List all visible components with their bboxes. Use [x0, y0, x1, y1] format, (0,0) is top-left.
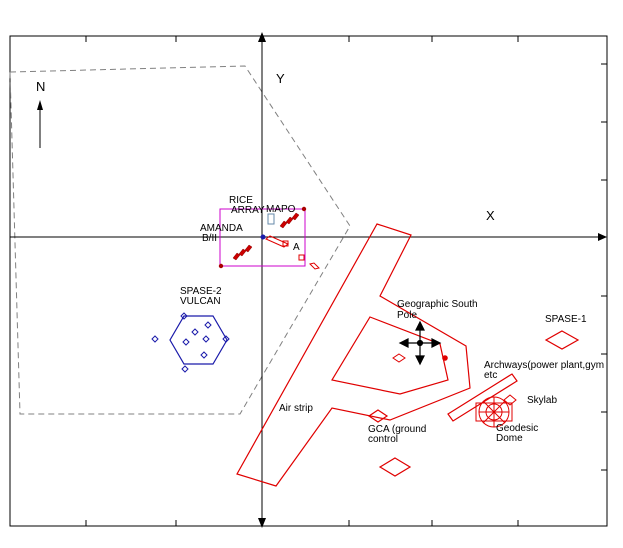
spase2-label-line2: VULCAN: [180, 296, 221, 307]
bottom-building-diamond: [378, 457, 412, 477]
spase2-detectors: [151, 312, 230, 373]
map-frame: [9, 35, 608, 527]
gca-label-line1: GCA (ground: [368, 424, 426, 435]
station-building-small: [392, 353, 406, 363]
amanda-strings-upper: [279, 212, 300, 229]
spase2-label-line1: SPASE-2: [180, 286, 222, 297]
dome-label-line2: Dome: [496, 433, 523, 444]
rice-label-line2: ARRAY: [231, 205, 265, 216]
y-axis-arrow-up: [258, 32, 266, 42]
ast-ro-small-building: [298, 254, 305, 261]
dome-label-line1: Geodesic: [496, 423, 538, 434]
skylab-label: Skylab: [527, 395, 557, 406]
rice-label-line1: RICE: [229, 195, 253, 206]
frame-ticks: [85, 36, 607, 526]
rice-array-boundary: [219, 208, 306, 267]
rice-corner-marker: [301, 206, 307, 212]
spase1-label: SPASE-1: [545, 314, 587, 325]
north-label: N: [36, 79, 45, 94]
x-axis-arrow: [598, 233, 607, 241]
amanda-label-line1: AMANDA: [200, 223, 243, 234]
spase1-diamond: [544, 330, 580, 350]
gca-building: [367, 409, 389, 423]
station-marker-dot: [442, 355, 448, 361]
mapo-building: [267, 213, 275, 225]
archways-label-line2: etc: [484, 370, 497, 381]
dashed-hexagon-outline: [9, 65, 351, 415]
spase2-hexagon: [169, 315, 228, 365]
south-pole-marker: [398, 320, 442, 366]
south-pole-label-line2: Pole: [397, 310, 417, 321]
origin-marker: [260, 234, 266, 240]
north-arrow-head: [37, 100, 43, 110]
x-axis-label: X: [486, 208, 495, 223]
air-strip-label: Air strip: [279, 403, 313, 414]
skylab-building: [503, 394, 517, 406]
archways-label-line1: Archways(power plant,gym: [484, 360, 604, 371]
ast-ro-label: A: [293, 242, 300, 253]
rice-corner-marker: [218, 263, 224, 269]
geodesic-dome-icon: [475, 396, 513, 428]
ast-ro-annex: [282, 240, 289, 247]
y-axis-label: Y: [276, 71, 285, 86]
y-axis-arrow-down: [258, 518, 266, 528]
amanda-strings-lower: [232, 244, 253, 261]
archways-building: [447, 373, 518, 422]
amanda-label-line2: B/II: [202, 233, 217, 244]
ast-ro-small-building-2: [309, 262, 320, 270]
station-inner-outline: [331, 316, 449, 395]
gca-label-line2: control: [368, 434, 398, 445]
mapo-label: MAPO: [266, 204, 296, 215]
south-pole-label-line1: Geographic South: [397, 299, 478, 310]
air-strip-outline: [236, 223, 471, 487]
